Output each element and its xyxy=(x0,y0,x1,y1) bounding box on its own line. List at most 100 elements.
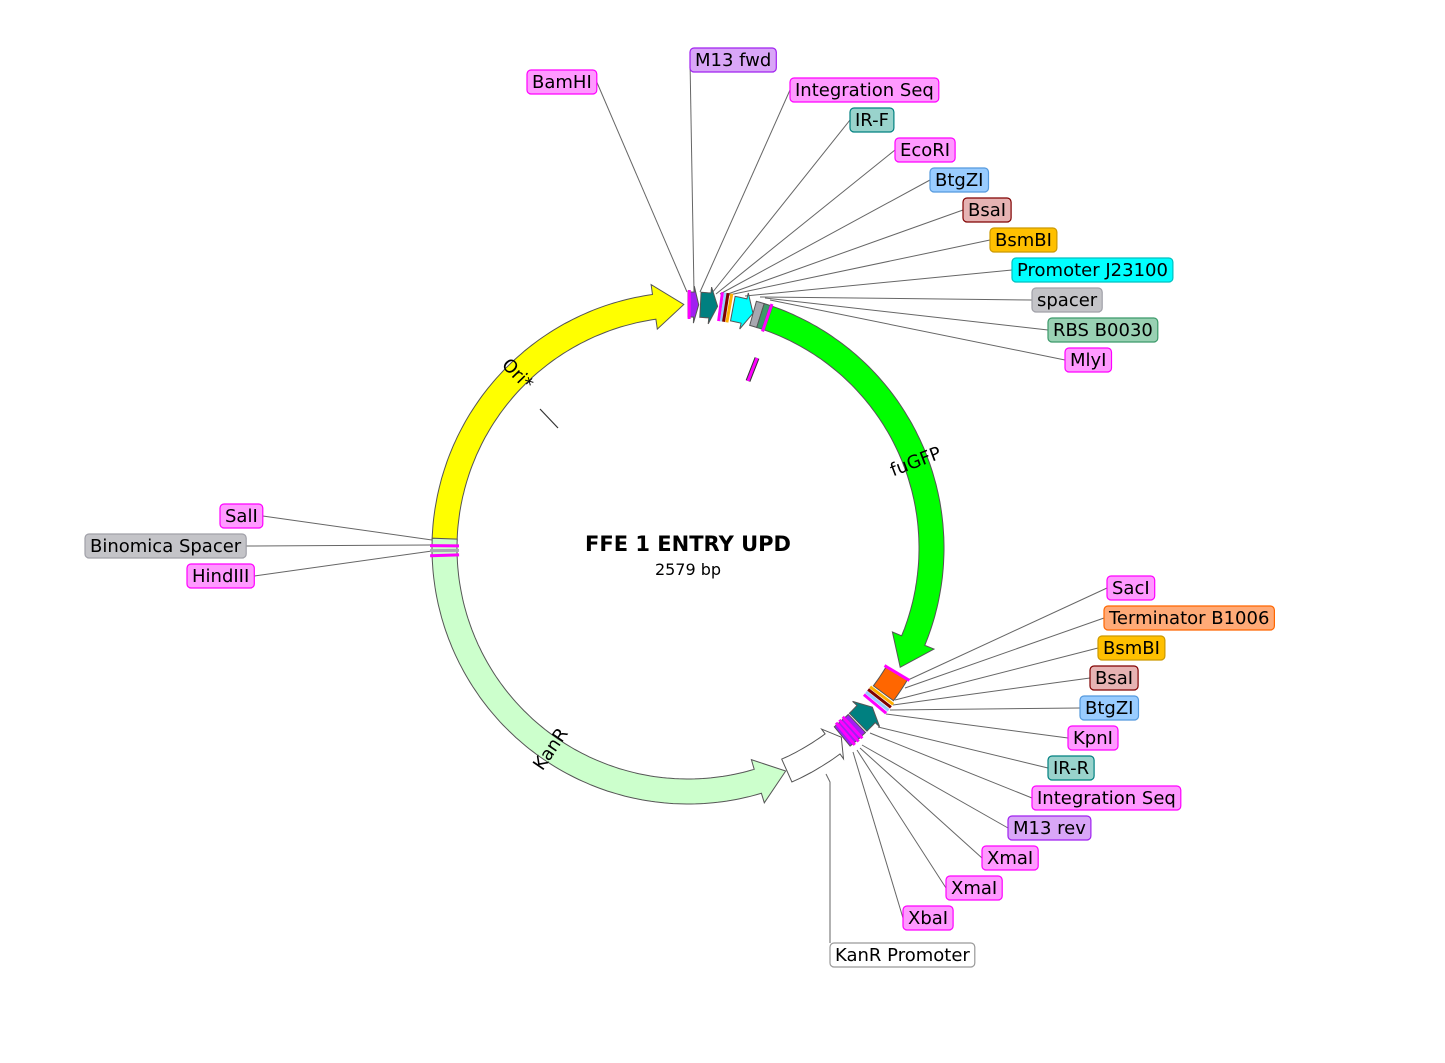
label-text: BtgZI xyxy=(1085,698,1133,719)
label-text: BsmBI xyxy=(1103,638,1160,659)
label-bsmbi[interactable]: BsmBI xyxy=(989,227,1058,253)
leader-line xyxy=(719,179,931,295)
label-text: IR-R xyxy=(1053,758,1089,779)
label-box xyxy=(1089,665,1139,691)
label-ir-f[interactable]: IR-F xyxy=(849,107,895,133)
label-text: Integration Seq xyxy=(1037,788,1176,809)
label-text: KpnI xyxy=(1073,728,1113,749)
leader-line xyxy=(856,749,947,889)
label-btgzi[interactable]: BtgZI xyxy=(929,167,990,193)
label-box xyxy=(1047,317,1159,343)
leader-line xyxy=(889,707,1081,711)
label-text: BamHI xyxy=(532,72,592,93)
label-box xyxy=(1031,287,1103,313)
label-terminator-b1006[interactable]: Terminator B1006 xyxy=(1103,605,1275,631)
label-integration-seq[interactable]: Integration Seq xyxy=(789,77,940,103)
label-text: IR-F xyxy=(855,110,889,131)
label-bsmbi[interactable]: BsmBI xyxy=(1097,635,1166,661)
label-box xyxy=(849,107,895,133)
label-sali[interactable]: SalI xyxy=(219,503,264,529)
label-text: BsaI xyxy=(968,200,1006,221)
leader-line xyxy=(825,773,831,943)
label-box xyxy=(945,875,1003,901)
label-text: XmaI xyxy=(987,848,1033,869)
label-box xyxy=(789,77,940,103)
label-binomica-spacer[interactable]: Binomica Spacer xyxy=(84,533,247,559)
label-btgzi[interactable]: BtgZI xyxy=(1079,695,1140,721)
leader-line xyxy=(892,677,1091,706)
label-spacer[interactable]: spacer xyxy=(1031,287,1103,313)
label-kpni[interactable]: KpnI xyxy=(1067,725,1119,751)
leader-line xyxy=(759,296,1033,301)
label-text: MlyI xyxy=(1070,350,1107,371)
label-xbai[interactable]: XbaI xyxy=(902,905,954,931)
label-xmai[interactable]: XmaI xyxy=(981,845,1039,871)
leader-line xyxy=(907,587,1108,681)
leader-line xyxy=(877,726,1049,769)
leader-line xyxy=(728,239,991,296)
label-bsai[interactable]: BsaI xyxy=(1089,665,1139,691)
feature-fugfp[interactable] xyxy=(763,305,945,669)
leader-line xyxy=(689,59,695,293)
label-text: M13 fwd xyxy=(695,50,771,71)
label-box xyxy=(929,167,990,193)
label-xmai[interactable]: XmaI xyxy=(945,875,1003,901)
label-box xyxy=(84,533,247,559)
label-saci[interactable]: SacI xyxy=(1106,575,1156,601)
feature-ori[interactable] xyxy=(431,283,685,541)
site-mark-bsai xyxy=(722,292,730,323)
label-text: Integration Seq xyxy=(795,80,934,101)
feature-ir-f[interactable] xyxy=(699,286,719,325)
leader-line xyxy=(904,617,1105,689)
site-mark-xmai xyxy=(841,715,864,740)
label-integration-seq[interactable]: Integration Seq xyxy=(1031,785,1182,811)
inner-site-mark-fill xyxy=(746,357,759,382)
leader-line xyxy=(894,647,1099,701)
label-bamhi[interactable]: BamHI xyxy=(526,69,598,95)
label-leader-lines xyxy=(246,59,1108,943)
label-text: EcoRI xyxy=(900,140,950,161)
label-text: spacer xyxy=(1037,290,1098,311)
label-text: XmaI xyxy=(951,878,997,899)
label-box xyxy=(186,563,255,589)
site-mark-btgzi xyxy=(865,690,890,712)
plasmid-length: 2579 bp xyxy=(655,560,721,579)
label-box xyxy=(219,503,264,529)
site-mark-hindiii xyxy=(430,553,460,558)
label-rbs-b0030[interactable]: RBS B0030 xyxy=(1047,317,1159,343)
site-mark-btgzi xyxy=(719,292,728,322)
site-mark-bsmbi xyxy=(869,685,895,706)
feature-promoter-j23100[interactable] xyxy=(729,292,754,330)
label-text: SalI xyxy=(225,506,258,527)
inner-tick-mark xyxy=(539,408,559,429)
feature-ir-r[interactable] xyxy=(848,700,881,732)
label-box xyxy=(689,47,777,73)
label-bsai[interactable]: BsaI xyxy=(962,197,1012,223)
leader-line xyxy=(246,544,433,547)
leader-line xyxy=(769,299,1066,361)
feature-kanr[interactable] xyxy=(431,537,787,805)
label-ir-r[interactable]: IR-R xyxy=(1047,755,1095,781)
leader-line xyxy=(254,550,433,577)
site-mark-ecori xyxy=(717,292,724,322)
label-text: Promoter J23100 xyxy=(1017,260,1168,281)
label-mlyi[interactable]: MlyI xyxy=(1064,347,1113,373)
feature-kanr-promoter[interactable] xyxy=(781,727,845,783)
label-text: M13 rev xyxy=(1013,818,1086,839)
label-m13-fwd[interactable]: M13 fwd xyxy=(689,47,777,73)
label-promoter-j23100[interactable]: Promoter J23100 xyxy=(1011,257,1174,283)
label-text: SacI xyxy=(1112,578,1150,599)
leader-line xyxy=(869,732,1033,799)
leader-line xyxy=(885,713,1069,739)
label-box xyxy=(989,227,1058,253)
label-box xyxy=(962,197,1012,223)
label-box xyxy=(1106,575,1156,601)
leader-line xyxy=(711,119,851,294)
feature-terminator-b1006[interactable] xyxy=(872,666,909,702)
label-kanr-promoter[interactable]: KanR Promoter xyxy=(829,942,976,968)
label-m13-rev[interactable]: M13 rev xyxy=(1007,815,1092,841)
site-mark-saci xyxy=(883,664,911,682)
label-ecori[interactable]: EcoRI xyxy=(894,137,956,163)
label-hindiii[interactable]: HindIII xyxy=(186,563,255,589)
